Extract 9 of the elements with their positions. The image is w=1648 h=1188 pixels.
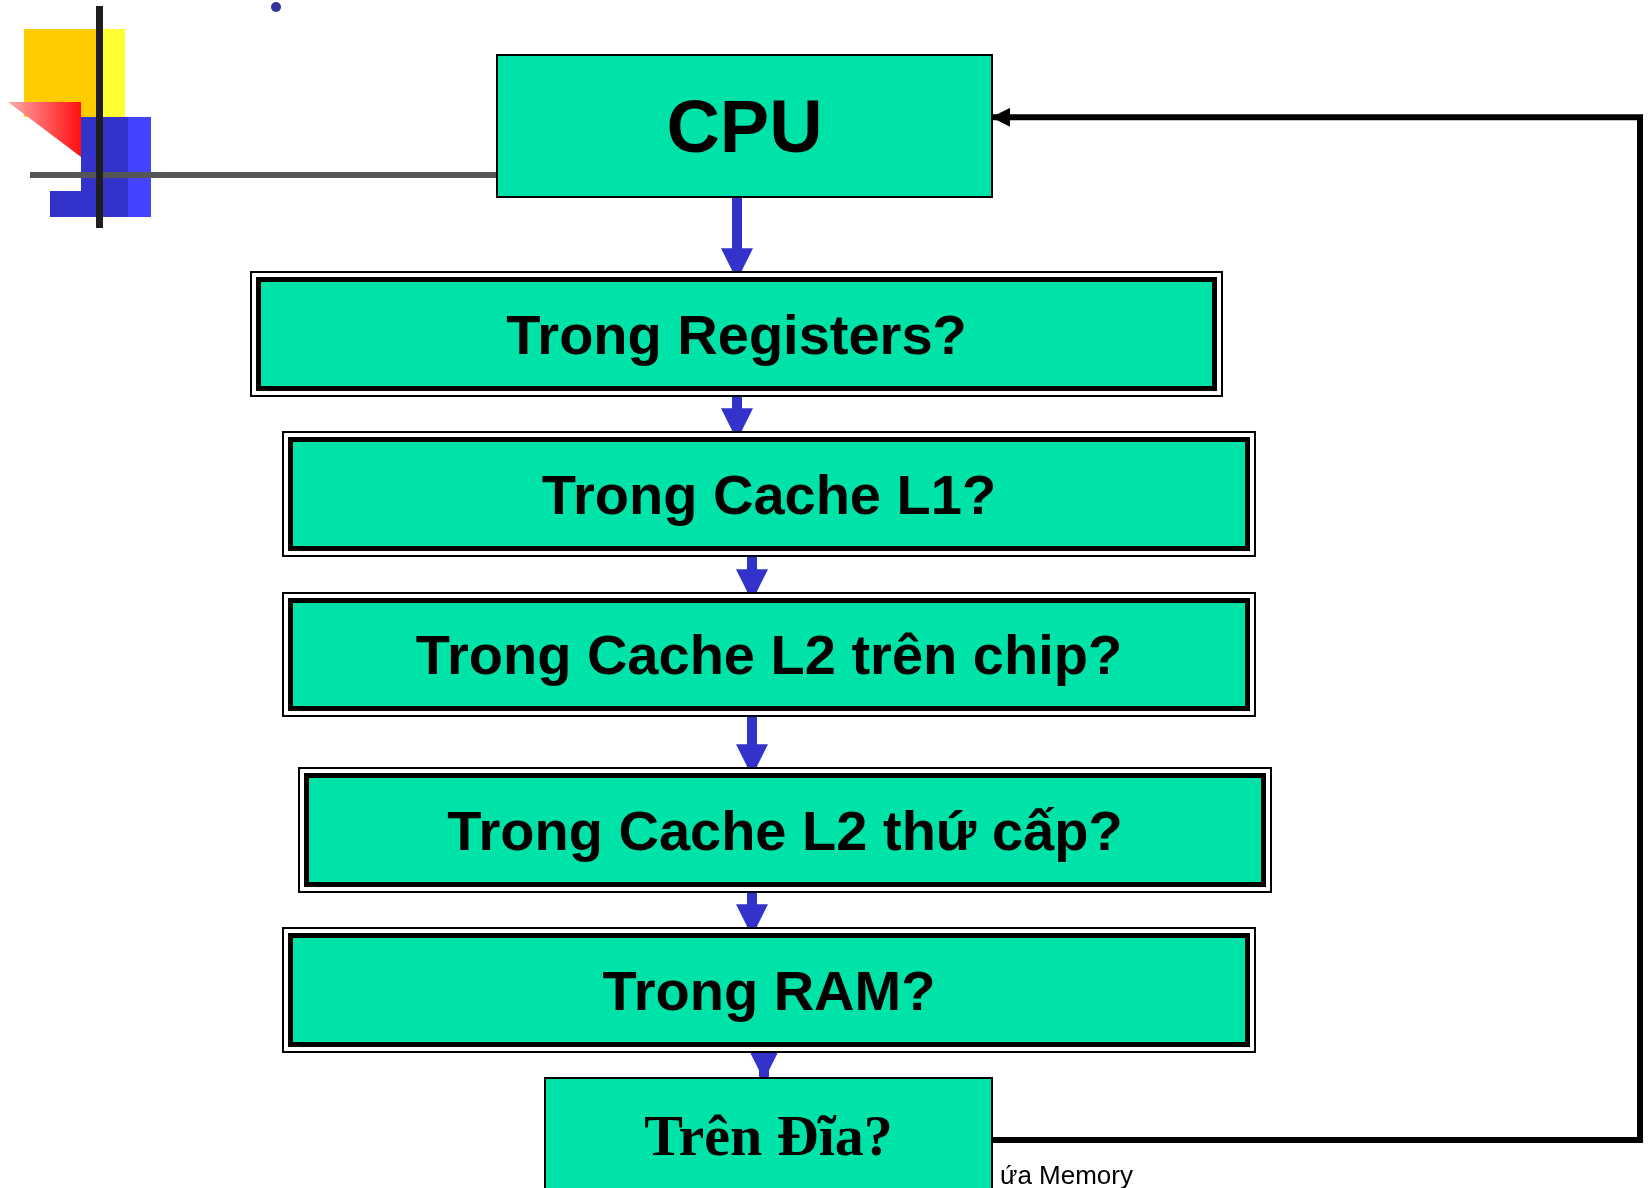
node-label: Trong Cache L1? <box>541 461 997 527</box>
node-label: Trong Cache L2 thứ cấp? <box>447 797 1123 863</box>
node-label: CPU <box>666 83 823 169</box>
node-label: Trong Registers? <box>506 301 967 367</box>
cpu-box <box>496 54 993 198</box>
node-label: Trong RAM? <box>602 957 936 1023</box>
node-label: Trong Cache L2 trên chip? <box>415 622 1123 687</box>
node-label: Trên Đĩa? <box>644 1101 893 1169</box>
process-box <box>544 1077 993 1188</box>
